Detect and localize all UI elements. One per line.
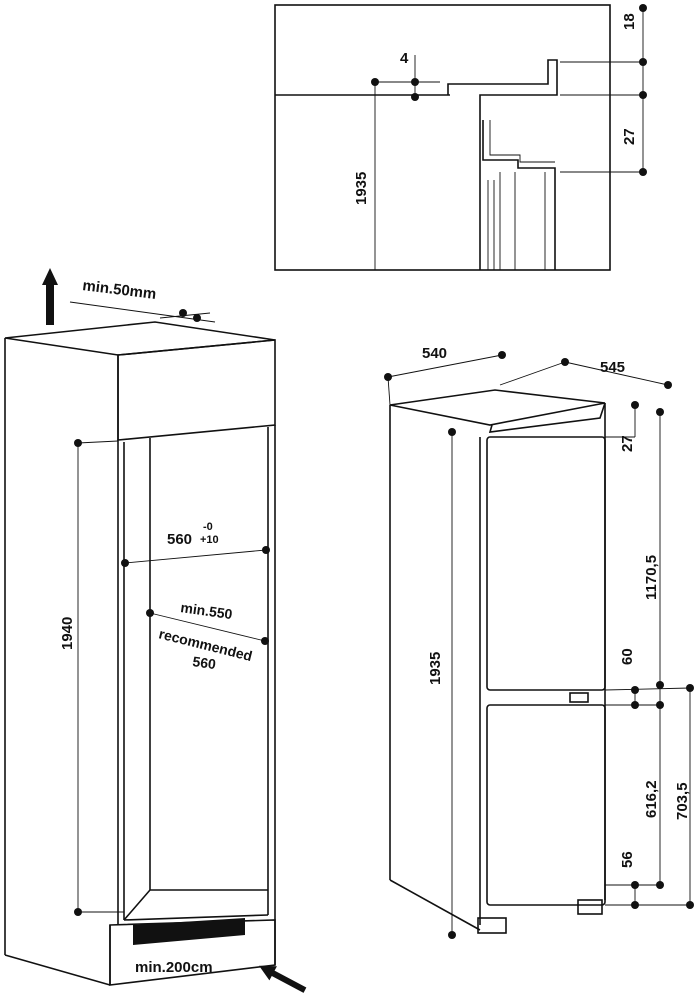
niche-view: min.50mm 1940 560 -0 +10 min.550 recomme… — [4, 268, 307, 993]
detail-frame — [274, 4, 611, 271]
dim-min-depth: min.550 — [180, 599, 234, 622]
arrow-up-icon — [42, 268, 58, 325]
dim-width-tolerance-lower: +10 — [200, 534, 219, 546]
detail-view: 18 27 4 1935 — [274, 4, 647, 271]
arrow-in-icon — [259, 965, 307, 993]
dim-lower-gap: 27 — [621, 128, 638, 145]
dim-niche-height: 1940 — [59, 617, 76, 650]
label-min-50mm: min.50mm — [82, 277, 158, 303]
freezer-door — [486, 704, 606, 906]
label-min-200cm: min.200cm — [135, 959, 213, 976]
dim-niche-width: 560 — [167, 531, 192, 548]
dim-bottom-offset: 56 — [619, 851, 636, 868]
dim-recommended-depth: 560 — [192, 653, 218, 672]
appliance-view: 540 545 1935 27 1170,5 60 616,2 703,5 56 — [384, 345, 694, 939]
dim-door-gap: 60 — [619, 648, 636, 665]
dim-freezer-total: 703,5 — [674, 782, 691, 820]
dim-depth: 545 — [600, 359, 625, 376]
fridge-door — [486, 436, 606, 691]
dim-side-gap: 4 — [400, 50, 409, 67]
dim-top-offset: 27 — [619, 435, 636, 452]
dim-height: 1935 — [427, 652, 444, 685]
dim-top-gap: 18 — [621, 13, 638, 30]
dim-width: 540 — [422, 345, 447, 362]
ventilation-grille — [133, 918, 245, 945]
dim-width-tolerance-upper: -0 — [203, 521, 213, 533]
dim-fridge-door: 1170,5 — [643, 555, 660, 600]
dim-detail-height: 1935 — [353, 172, 370, 205]
dim-freezer-door: 616,2 — [643, 780, 660, 818]
